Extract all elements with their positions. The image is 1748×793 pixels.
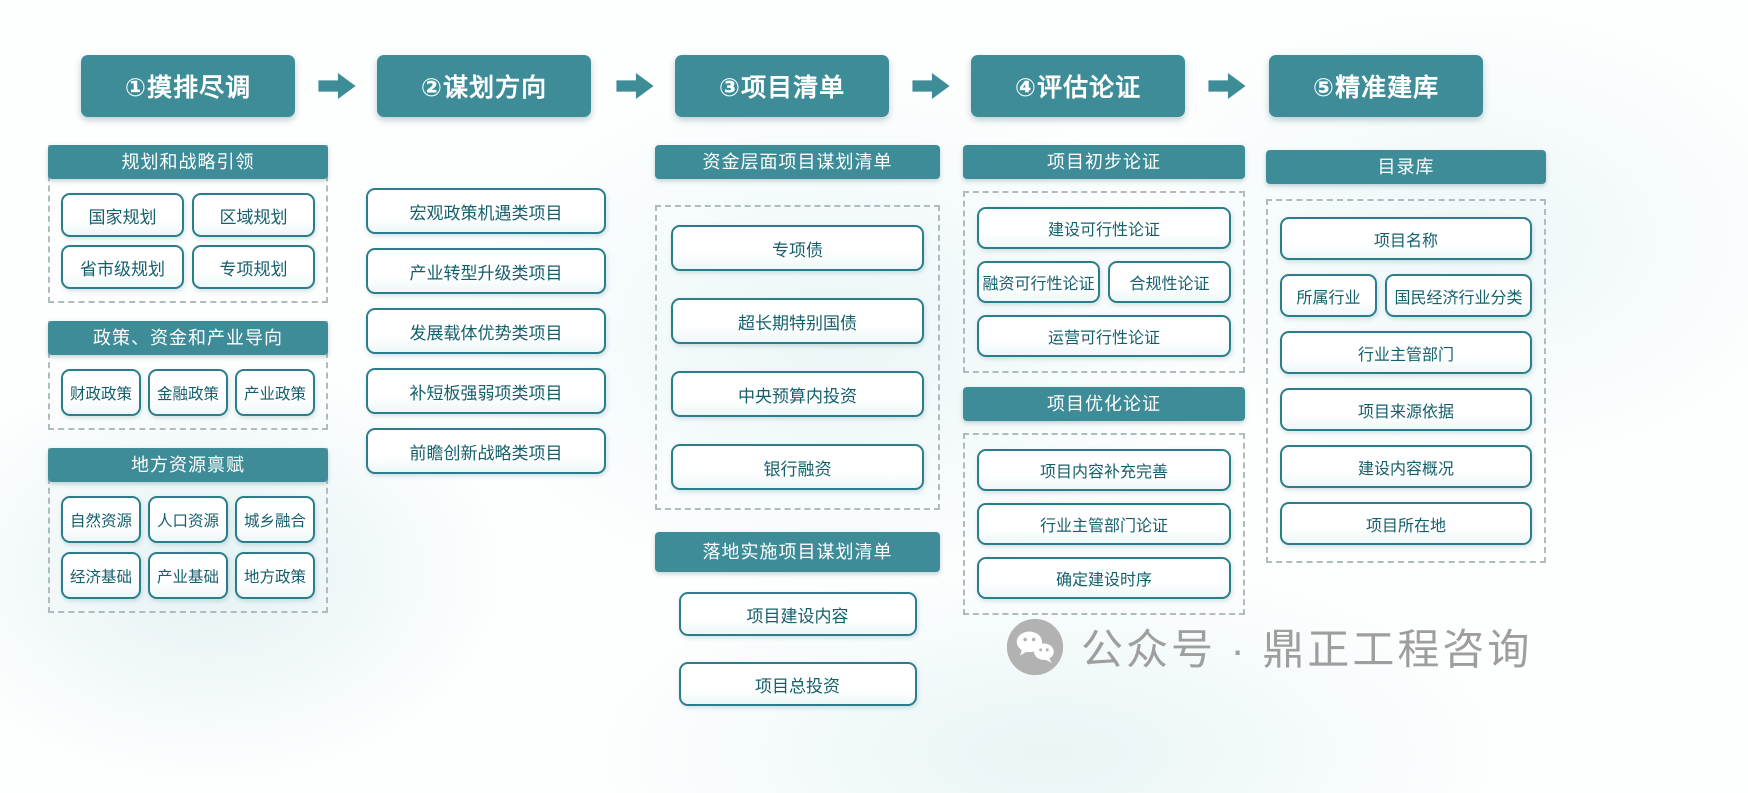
section-title-bar: 目录库 [1266, 150, 1546, 184]
preliminary-evaluation-group: 建设可行性论证 融资可行性论证 合规性论证 运营可行性论证 [963, 191, 1245, 373]
item-box: 超长期特别国债 [671, 298, 924, 344]
column-evaluation: 项目初步论证 建设可行性论证 融资可行性论证 合规性论证 运营可行性论证 项目优… [963, 145, 1245, 615]
section-planning-strategy: 规划和战略引领 国家规划 区域规划 省市级规划 专项规划 [48, 145, 328, 303]
column-database: 目录库 项目名称 所属行业 国民经济行业分类 行业主管部门 项目来源依据 建设内… [1266, 150, 1546, 563]
item-box: 产业转型升级类项目 [366, 248, 606, 294]
item-box: 区域规划 [192, 193, 315, 237]
item-box: 人口资源 [148, 496, 228, 543]
section-title-bar: 政策、资金和产业导向 [48, 321, 328, 355]
step-3-project-list: ③项目清单 [675, 55, 889, 117]
item-box: 行业主管部门 [1280, 331, 1532, 374]
watermark: 公众号 · 鼎正工程咨询 [1005, 616, 1532, 677]
section-title-bar: 资金层面项目谋划清单 [655, 145, 940, 179]
item-box: 专项规划 [192, 245, 315, 289]
step-2-planning-direction: ②谋划方向 [377, 55, 591, 117]
arrow-right-icon [912, 73, 950, 99]
item-box: 建设内容概况 [1280, 445, 1532, 488]
step-5-database: ⑤精准建库 [1269, 55, 1483, 117]
item-box: 所属行业 [1280, 274, 1377, 317]
item-box: 项目总投资 [678, 662, 917, 706]
item-box: 合规性论证 [1108, 261, 1231, 303]
item-box: 运营可行性论证 [977, 315, 1231, 357]
column-planning-direction: 宏观政策机遇类项目 产业转型升级类项目 发展载体优势类项目 补短板强弱项类项目 … [366, 188, 606, 488]
item-box: 金融政策 [148, 369, 228, 416]
section-title-bar: 项目初步论证 [963, 145, 1245, 179]
wechat-icon [1006, 618, 1064, 675]
arrow-right-icon [318, 73, 356, 99]
column-project-list: 资金层面项目谋划清单 专项债 超长期特别国债 中央预算内投资 银行融资 落地实施… [655, 145, 940, 706]
item-box: 产业政策 [235, 369, 315, 416]
step-1-survey: ①摸排尽调 [81, 55, 295, 117]
step-4-evaluation: ④评估论证 [971, 55, 1185, 117]
section-title-bar: 地方资源禀赋 [48, 448, 328, 482]
item-box: 省市级规划 [61, 245, 184, 289]
funding-list-group: 专项债 超长期特别国债 中央预算内投资 银行融资 [655, 205, 940, 510]
item-box: 宏观政策机遇类项目 [366, 188, 606, 234]
item-box: 城乡融合 [235, 496, 315, 543]
arrow-right-icon [616, 73, 654, 99]
section-title-bar: 规划和战略引领 [48, 145, 328, 179]
item-box: 项目建设内容 [678, 592, 917, 636]
item-box: 国民经济行业分类 [1385, 274, 1532, 317]
watermark-text: 公众号 · 鼎正工程咨询 [1081, 626, 1533, 673]
item-box: 自然资源 [61, 496, 141, 543]
arrow-right-icon [1208, 73, 1246, 99]
item-box: 项目来源依据 [1280, 388, 1532, 431]
item-box: 行业主管部门论证 [977, 503, 1231, 545]
section-policy-funding: 政策、资金和产业导向 财政政策 金融政策 产业政策 [48, 321, 328, 430]
item-box: 中央预算内投资 [671, 371, 924, 417]
item-box: 经济基础 [61, 552, 141, 599]
section-local-resources: 地方资源禀赋 自然资源 人口资源 城乡融合 经济基础 产业基础 地方政策 [48, 448, 328, 613]
catalogue-group: 项目名称 所属行业 国民经济行业分类 行业主管部门 项目来源依据 建设内容概况 … [1266, 199, 1546, 563]
item-box: 产业基础 [148, 552, 228, 599]
section-title-bar: 项目优化论证 [963, 387, 1245, 421]
column-survey: 规划和战略引领 国家规划 区域规划 省市级规划 专项规划 政策、资金和产业导向 … [48, 145, 328, 613]
item-box: 项目名称 [1280, 217, 1532, 260]
item-box: 财政政策 [61, 369, 141, 416]
section-title-bar: 落地实施项目谋划清单 [655, 532, 940, 572]
item-box: 项目内容补充完善 [977, 449, 1231, 491]
item-box: 融资可行性论证 [977, 261, 1100, 303]
implementation-list-group: 项目建设内容 项目总投资 [655, 592, 940, 706]
item-box: 地方政策 [235, 552, 315, 599]
optimization-evaluation-group: 项目内容补充完善 行业主管部门论证 确定建设时序 [963, 433, 1245, 615]
item-box: 建设可行性论证 [977, 207, 1231, 249]
item-box: 发展载体优势类项目 [366, 308, 606, 354]
item-box: 银行融资 [671, 444, 924, 490]
item-box: 前瞻创新战略类项目 [366, 428, 606, 474]
item-box: 项目所在地 [1280, 502, 1532, 545]
item-box: 补短板强弱项类项目 [366, 368, 606, 414]
item-box: 国家规划 [61, 193, 184, 237]
item-box: 确定建设时序 [977, 557, 1231, 599]
item-box: 专项债 [671, 225, 924, 271]
